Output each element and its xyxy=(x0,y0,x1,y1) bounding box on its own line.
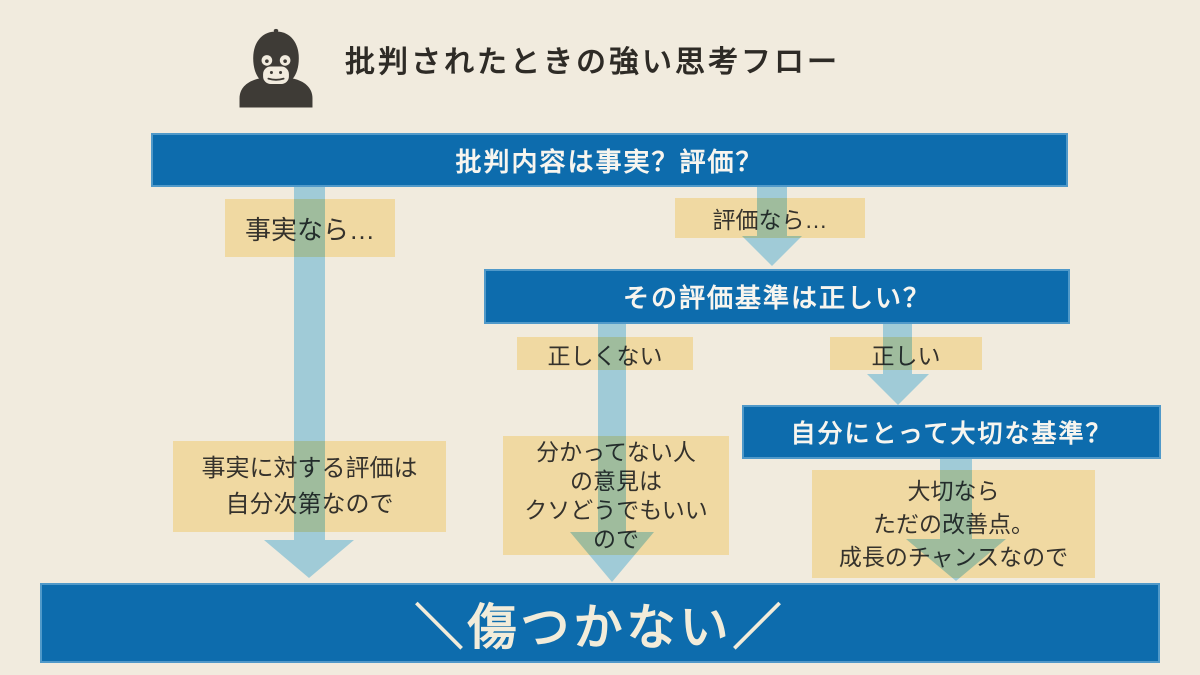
question-banner-fact-or-eval: 批判内容は事実？評価？ xyxy=(151,133,1068,187)
arrow-fact-down-icon xyxy=(264,540,354,578)
question-banner-important-criteria: 自分にとって大切な基準？ xyxy=(742,405,1161,459)
arrow-important-shaft xyxy=(940,459,972,539)
gorilla-icon xyxy=(239,28,313,108)
question-banner-criteria-correct: その評価基準は正しい？ xyxy=(484,269,1070,324)
arrow-not-correct-shaft xyxy=(598,324,626,532)
arrow-not-correct-down-icon xyxy=(570,532,654,582)
arrow-correct-down-icon xyxy=(867,374,929,405)
conclusion-banner: ＼傷つかない／ xyxy=(40,583,1160,663)
arrow-correct-shaft xyxy=(883,324,912,374)
arrow-eval-down-icon xyxy=(742,236,802,266)
page-title: 批判されたときの強い思考フロー xyxy=(345,46,840,79)
arrow-important-down-icon xyxy=(906,539,1006,581)
arrow-eval-shaft xyxy=(757,186,787,236)
arrow-fact-shaft xyxy=(294,186,325,540)
